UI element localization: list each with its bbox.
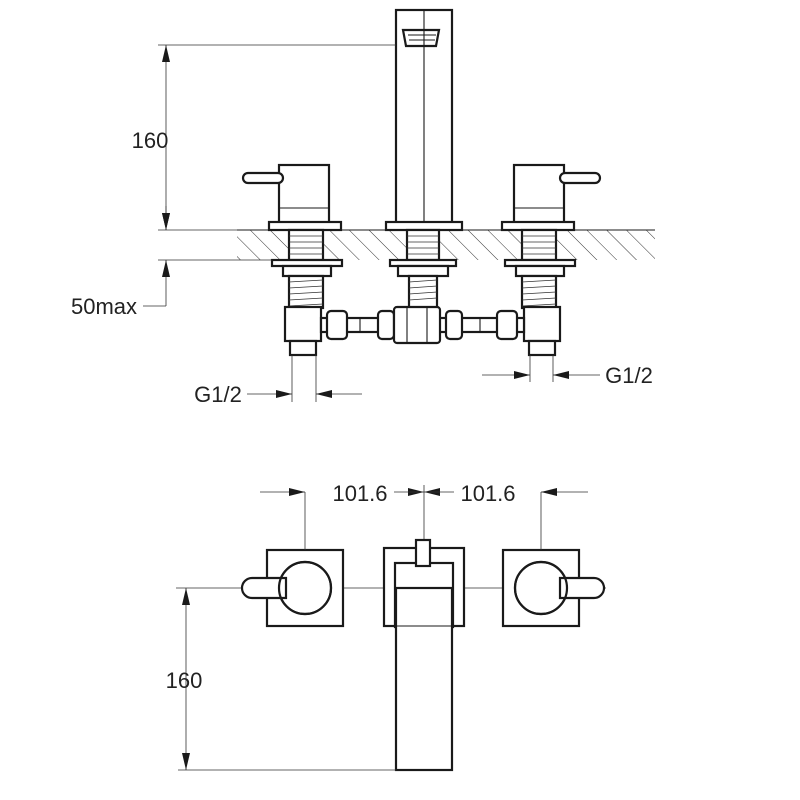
label-spout-height: 160	[132, 128, 169, 153]
label-spacing-right: 101.6	[460, 481, 515, 506]
spout-front	[384, 8, 464, 232]
dim-deck-thickness: 50max	[71, 206, 272, 319]
right-valve-front	[500, 163, 602, 232]
dim-spout-reach: 160	[166, 588, 396, 771]
top-view: 101.6 101.6 160	[166, 481, 606, 772]
label-spout-reach: 160	[166, 668, 203, 693]
label-deck-thickness: 50max	[71, 294, 137, 319]
label-inlet-left: G1/2	[194, 382, 242, 407]
label-spacing-left: 101.6	[332, 481, 387, 506]
spout-top	[382, 538, 466, 772]
left-handle-top	[240, 548, 345, 628]
front-view: 160 50max G1/2	[71, 8, 655, 407]
connection-assembly	[283, 305, 562, 357]
right-handle-top	[501, 548, 606, 628]
shanks	[270, 228, 577, 310]
dim-inlet-right: G1/2	[482, 355, 653, 388]
dim-inlet-left: G1/2	[194, 355, 362, 407]
label-inlet-right: G1/2	[605, 363, 653, 388]
dim-spacing: 101.6 101.6	[260, 481, 588, 550]
dim-spout-height: 160	[132, 44, 396, 231]
left-valve-front	[241, 163, 343, 232]
